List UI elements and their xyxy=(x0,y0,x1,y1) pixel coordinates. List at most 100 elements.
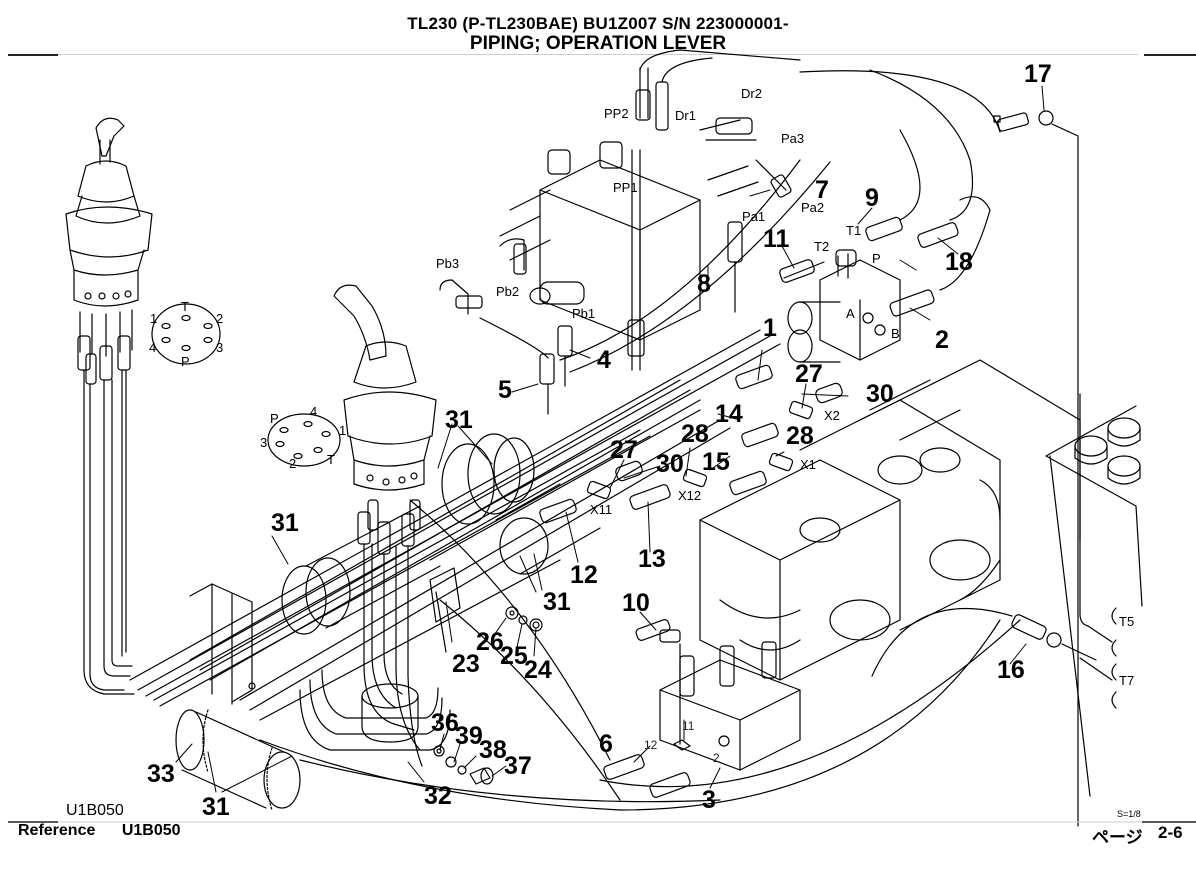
callout-32: 32 xyxy=(424,782,452,810)
footer-reference: Reference U1B050 xyxy=(18,822,203,840)
port-label-2: 2 xyxy=(713,751,720,765)
hydraulic-tank xyxy=(1045,393,1143,797)
right-lever-port-1: 1 xyxy=(339,423,346,438)
lower-valve-block xyxy=(659,629,801,771)
hose-protector xyxy=(175,709,301,811)
left-joystick xyxy=(65,117,153,695)
section-title: PIPING; OPERATION LEVER xyxy=(469,33,727,54)
left-lever-port-t: T xyxy=(181,299,189,314)
callout-3: 3 xyxy=(702,786,716,814)
callout-7: 7 xyxy=(815,176,829,204)
callout-30-upper: 30 xyxy=(866,380,894,408)
right-lever-port-t: T xyxy=(327,452,335,467)
right-lever-port-p: P xyxy=(270,411,279,426)
port-label-t2: T2 xyxy=(814,239,829,254)
callout-27-upper: 27 xyxy=(795,360,823,388)
callout-33: 33 xyxy=(147,760,175,788)
header-rule-left xyxy=(8,54,58,56)
hose-bundle xyxy=(129,159,1001,811)
port-label-x12: X12 xyxy=(678,488,701,503)
right-joystick xyxy=(333,284,437,767)
port-label-12: 12 xyxy=(644,738,658,752)
port-label-x2: X2 xyxy=(824,408,840,423)
callout-9: 9 xyxy=(865,184,879,212)
callout-28-upper: 28 xyxy=(786,422,814,450)
callout-18: 18 xyxy=(945,248,973,276)
left-lever-port-4: 4 xyxy=(149,340,156,355)
port-label-11: 11 xyxy=(682,719,695,733)
port-label-p: P xyxy=(872,251,881,266)
port-label-dr2: Dr2 xyxy=(741,86,762,101)
callout-37: 37 xyxy=(504,752,532,780)
callout-38: 38 xyxy=(479,736,507,764)
port-label-pp1: PP1 xyxy=(613,180,638,195)
leader-lines xyxy=(175,85,1045,793)
callout-31-center: 31 xyxy=(543,588,571,616)
callout-1: 1 xyxy=(763,314,777,342)
page-number: 2-6 xyxy=(1158,823,1183,842)
right-lever-port-4: 4 xyxy=(310,404,317,419)
model-line: TL230 (P-TL230BAE) BU1Z007 S/N 223000001… xyxy=(407,14,789,33)
clamps xyxy=(281,433,601,635)
port-label-b: B xyxy=(891,326,900,341)
callout-5: 5 xyxy=(498,376,512,404)
callout-2: 2 xyxy=(935,326,949,354)
callout-39: 39 xyxy=(455,722,483,750)
page-label: ページ xyxy=(1092,828,1143,847)
callout-24: 24 xyxy=(524,656,552,684)
callout-36: 36 xyxy=(431,709,459,737)
port-label-pb1: Pb1 xyxy=(572,306,595,321)
right-lever-port-2: 2 xyxy=(289,456,296,471)
callout-26: 26 xyxy=(476,628,504,656)
figure-code: U1B050 xyxy=(66,802,124,819)
port-label-pa2: Pa2 xyxy=(801,200,824,215)
callout-31-upper: 31 xyxy=(445,406,473,434)
port-label-t7: T7 xyxy=(1119,673,1134,688)
port-label-pa3: Pa3 xyxy=(781,131,804,146)
port-label-a: A xyxy=(846,306,855,321)
callout-13: 13 xyxy=(638,545,666,573)
relief-block xyxy=(779,69,991,363)
header-rule-right xyxy=(1144,54,1196,56)
callout-27-lower: 27 xyxy=(610,436,638,464)
bracket xyxy=(189,567,461,705)
u-tube xyxy=(299,669,451,751)
loose-fittings xyxy=(539,115,1001,798)
callout-8: 8 xyxy=(697,270,711,298)
left-lever-port-p: P xyxy=(181,354,190,369)
callout-30-lower: 30 xyxy=(656,450,684,478)
callout-31-left: 31 xyxy=(271,509,299,537)
callout-10: 10 xyxy=(622,589,650,617)
callout-16: 16 xyxy=(997,656,1025,684)
port-label-t1: T1 xyxy=(846,223,861,238)
callout-28-lower: 28 xyxy=(681,420,709,448)
callout-17: 17 xyxy=(1024,60,1052,88)
callout-6: 6 xyxy=(599,730,613,758)
callout-14: 14 xyxy=(715,400,743,428)
callout-11: 11 xyxy=(763,225,790,253)
hardware xyxy=(433,606,543,785)
callout-23: 23 xyxy=(452,650,480,678)
callout-31-bottom: 31 xyxy=(202,793,230,821)
left-lever-port-2: 2 xyxy=(216,311,223,326)
scale-label: S=1/8 xyxy=(1117,809,1141,819)
control-valve xyxy=(439,49,801,415)
reference-label: Reference xyxy=(18,822,96,839)
port-label-pb2: Pb2 xyxy=(496,284,519,299)
port-labels: PP2 PP1 Dr1 Dr2 Pa3 Pa2 Pa1 Pb3 Pb2 Pb1 … xyxy=(149,86,1134,765)
callouts: 1 2 3 4 5 6 7 8 9 10 11 12 13 14 15 16 1… xyxy=(147,60,1052,821)
port-label-pa1: Pa1 xyxy=(742,209,765,224)
callout-15: 15 xyxy=(702,448,730,476)
header-rule xyxy=(58,54,1138,55)
return-fittings xyxy=(599,70,1097,827)
port-label-x1: X1 xyxy=(800,457,816,472)
port-label-dr1: Dr1 xyxy=(675,108,696,123)
callout-4: 4 xyxy=(597,346,611,374)
port-label-pb3: Pb3 xyxy=(436,256,459,271)
port-label-pp2: PP2 xyxy=(604,106,629,121)
port-label-t5: T5 xyxy=(1119,614,1134,629)
port-label-x11: X11 xyxy=(590,502,612,517)
callout-25: 25 xyxy=(500,642,528,670)
left-lever-port-diagram xyxy=(151,303,221,365)
